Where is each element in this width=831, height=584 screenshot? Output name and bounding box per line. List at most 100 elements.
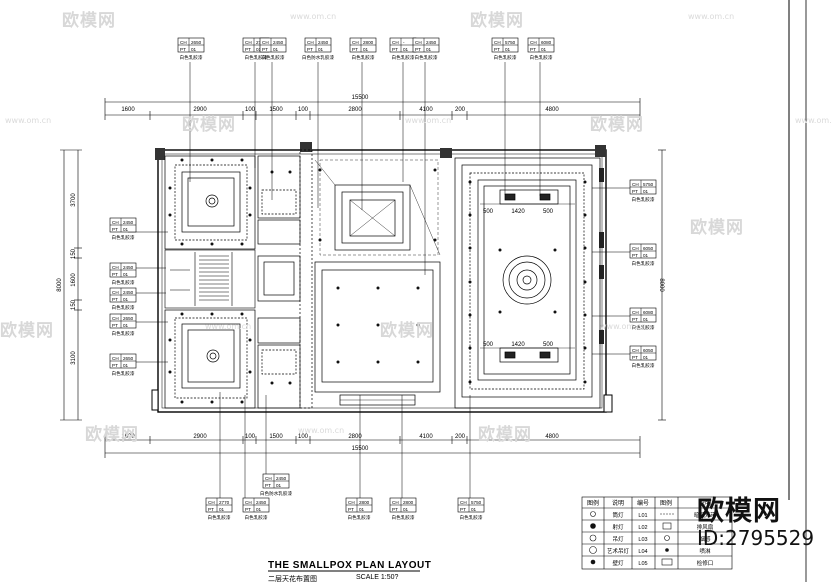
tag-ch-label: CH <box>245 500 252 505</box>
central-hall <box>314 261 441 406</box>
drawing-subtitle: 二层天花布置图 <box>268 576 317 583</box>
legend-code: L03 <box>638 537 647 543</box>
overall-dimension-top: 15500 <box>352 95 369 101</box>
watermark-url: www.om.cn <box>600 322 647 331</box>
tag-pt-value: 01 <box>505 47 511 52</box>
legend-description-2: 喷淋 <box>699 547 711 555</box>
tag-finish-note: 白色乳胶漆 <box>112 370 135 377</box>
tag-ch-label: CH <box>392 40 399 45</box>
legend-header: 说明 <box>699 499 711 507</box>
right-main-room <box>454 157 601 409</box>
tag-pt-value: 01 <box>123 272 129 277</box>
legend-description-2: 检修口 <box>697 559 714 567</box>
tag-finish-note: 白色乳胶漆 <box>112 330 135 337</box>
tag-finish-note: 白色乳胶漆 <box>245 54 268 61</box>
tag-pt-value: 01 <box>123 323 129 328</box>
tag-pt-value: 01 <box>643 253 649 258</box>
brand-stamp: 欧模网 ID:2795529 <box>697 497 814 550</box>
tag-pt-label: PT <box>352 47 358 52</box>
top-dimension-label: 2800 <box>348 107 362 113</box>
tag-ch-label: CH <box>208 500 215 505</box>
tag-ch-label: CH <box>494 40 501 45</box>
legend-code: L02 <box>638 525 647 531</box>
watermark-logo: 欧模网 <box>690 218 744 238</box>
top-dimension-label: 1600 <box>121 107 135 113</box>
legend-description: 艺术吊灯 <box>607 547 630 555</box>
tag-finish-note: 白色乳胶漆 <box>245 514 268 521</box>
tag-ceiling-height: 2800 <box>363 40 374 45</box>
legend-symbols <box>589 511 674 566</box>
bottom-dimension-label: 1600 <box>121 434 135 440</box>
tag-pt-value: 01 <box>256 507 262 512</box>
right-total-dimension: 8000 <box>658 278 664 292</box>
legend-code: L04 <box>638 549 647 555</box>
tag-ceiling-height: 5750 <box>643 182 654 187</box>
tag-pt-value: 01 <box>123 227 129 232</box>
right-dimension-chain <box>658 149 666 421</box>
legend-description: 壁灯 <box>612 559 624 567</box>
watermark-url: www.om.cn <box>290 12 337 21</box>
tag-ch-label: CH <box>530 40 537 45</box>
tag-ceiling-height: 2650 <box>123 356 134 361</box>
watermark-url: www.om.cn <box>298 426 345 435</box>
room-dimension-label: 500 <box>483 342 494 348</box>
middle-small-rooms <box>257 149 313 409</box>
watermark-url: www.om.cn <box>795 116 831 125</box>
overall-dimension-bottom: 15500 <box>352 446 369 452</box>
tag-ceiling-height: 2450 <box>318 40 329 45</box>
tag-ch-label: CH <box>392 500 399 505</box>
tag-pt-value: 01 <box>123 297 129 302</box>
tag-pt-label: PT <box>392 507 398 512</box>
tag-finish-note: 白色乳胶漆 <box>632 324 655 331</box>
tag-pt-label: PT <box>415 47 421 52</box>
tag-pt-value: 01 <box>471 507 477 512</box>
tag-finish-note: 白色乳胶漆 <box>392 514 415 521</box>
watermark-logo: 欧模网 <box>590 115 644 135</box>
tag-pt-label: PT <box>112 323 118 328</box>
tag-pt-label: PT <box>245 47 251 52</box>
top-dimension-label: 2900 <box>193 107 207 113</box>
tag-pt-label: PT <box>530 47 536 52</box>
tag-finish-note: 白色乳胶漆 <box>632 196 655 203</box>
legend-description: 吊灯 <box>612 535 624 543</box>
tag-ceiling-height: 6080 <box>541 40 552 45</box>
tag-pt-label: PT <box>112 363 118 368</box>
exterior-walls <box>151 142 613 413</box>
tag-finish-note: 白色乳胶漆 <box>460 514 483 521</box>
tag-ch-label: CH <box>307 40 314 45</box>
bottom-dimension-label: 200 <box>455 434 466 440</box>
top-dimension-label: 100 <box>298 107 309 113</box>
tag-ch-label: CH <box>352 40 359 45</box>
tag-ch-label: CH <box>180 40 187 45</box>
tag-ceiling-height: 2450 <box>426 40 437 45</box>
tag-ceiling-height: 6080 <box>643 310 654 315</box>
left-total-dimension: 8000 <box>57 278 63 292</box>
tag-finish-note: 白色乳胶漆 <box>112 304 135 311</box>
tag-pt-label: PT <box>112 227 118 232</box>
tag-finish-note: 白色乳胶漆 <box>415 54 438 61</box>
tag-pt-label: PT <box>262 47 268 52</box>
tag-pt-value: 01 <box>541 47 547 52</box>
tag-finish-note: 白色乳胶漆 <box>262 54 285 61</box>
tag-pt-label: PT <box>632 317 638 322</box>
left-dimension-label: 150 <box>71 248 77 259</box>
tag-ch-label: CH <box>348 500 355 505</box>
tag-finish-note: 白色乳胶漆 <box>348 514 371 521</box>
tag-pt-value: 01 <box>191 47 197 52</box>
room-dimension-label: 1420 <box>511 342 525 348</box>
tag-pt-value: 01 <box>273 47 279 52</box>
tag-pt-label: PT <box>392 47 398 52</box>
legend-description-2: 排风扇 <box>697 523 714 531</box>
top-dimension-label: 1500 <box>269 107 283 113</box>
legend-description-2: 烟感 <box>699 535 711 543</box>
tag-finish-note: 白色乳胶漆 <box>112 234 135 241</box>
legend-header: 说明 <box>612 499 624 507</box>
